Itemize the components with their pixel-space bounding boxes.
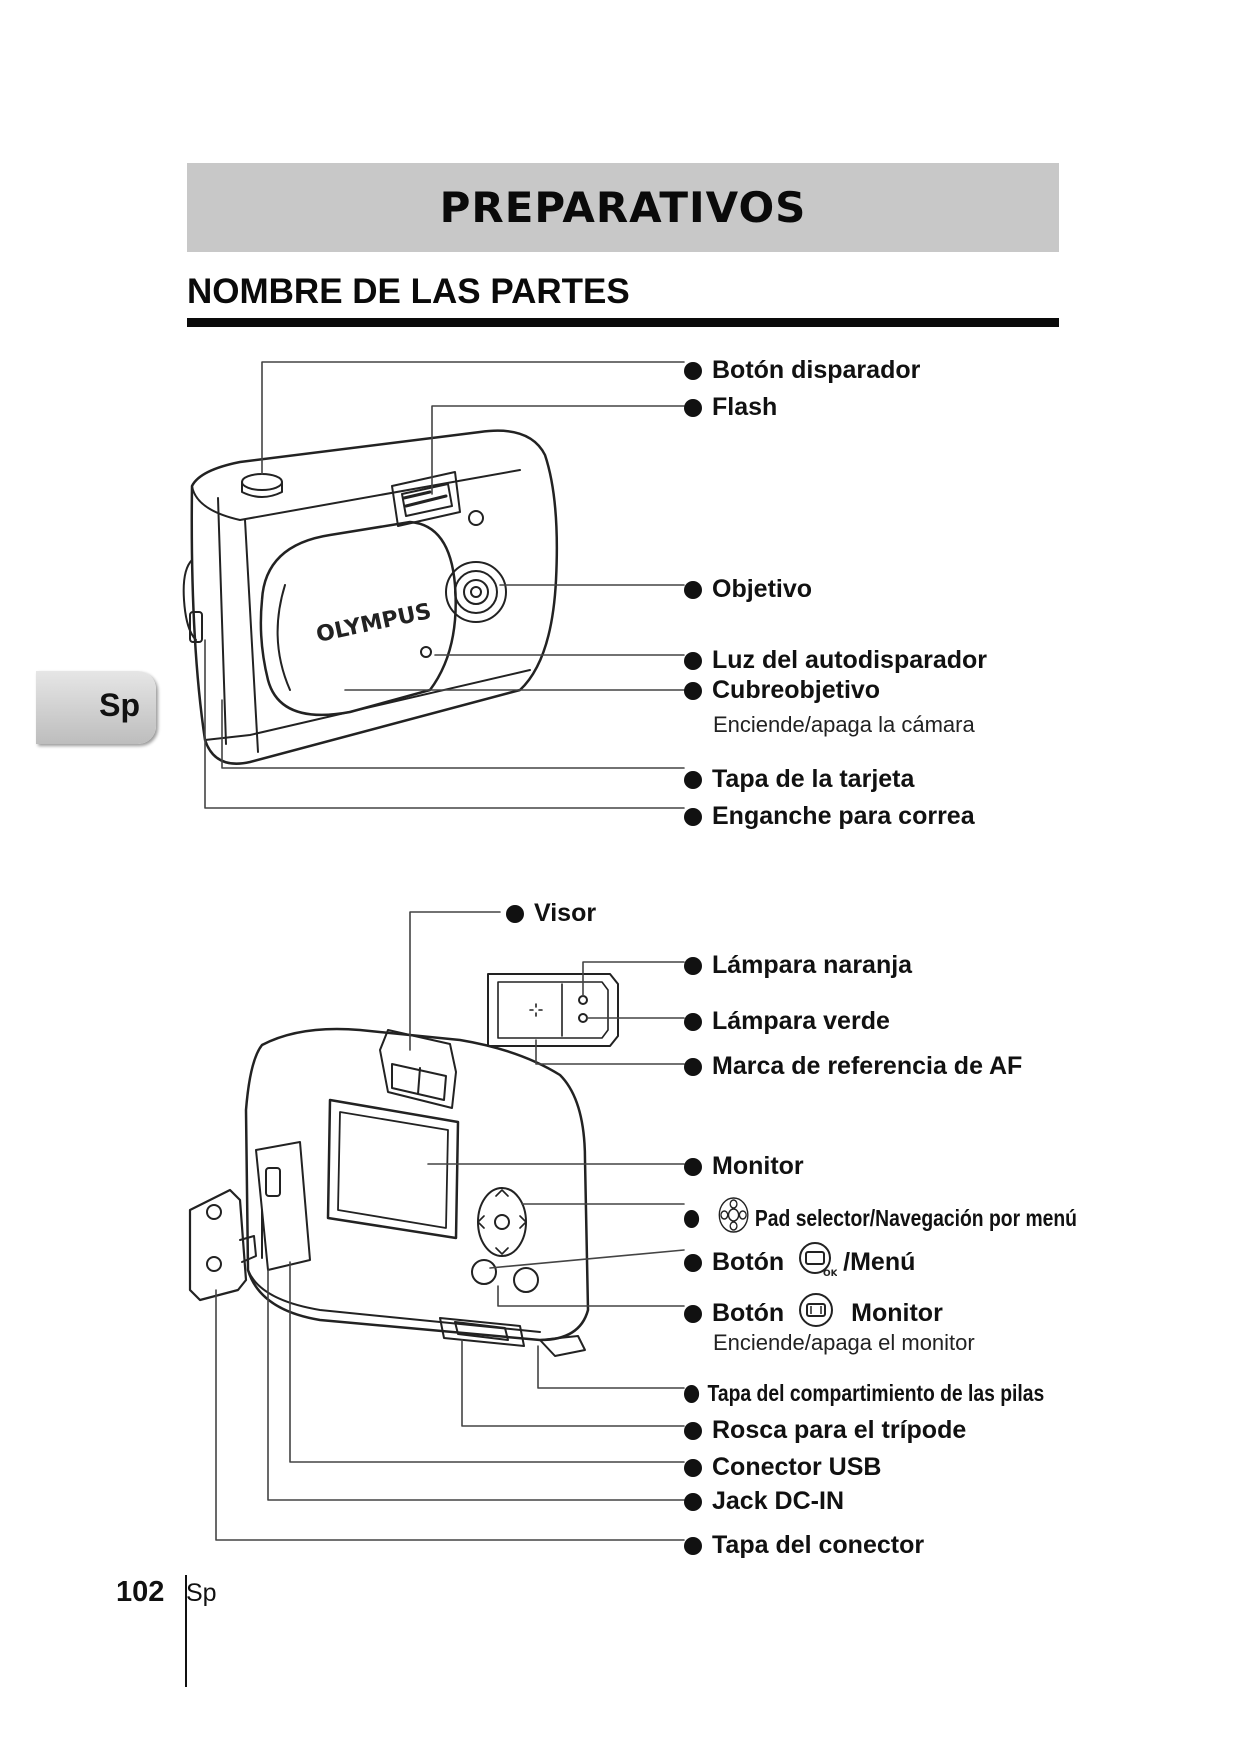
camera-front-drawing <box>182 429 559 765</box>
bullet-icon <box>684 1254 702 1272</box>
language-tab: Sp <box>36 671 156 744</box>
footer-rule <box>185 1575 187 1687</box>
label-orange-lamp: Lámpara naranja <box>684 950 912 980</box>
label-strap-eyelet: Enganche para correa <box>684 801 975 831</box>
label-ok-menu-button: Botón OK /Menú <box>684 1240 915 1285</box>
title-bar: PREPARATIVOS <box>187 163 1059 252</box>
label-battery-cover: Tapa del compartimiento de las pilas <box>684 1378 1044 1408</box>
label-arrow-pad: Pad selector/Navegación por menú <box>684 1196 1077 1241</box>
bullet-icon <box>684 652 702 670</box>
svg-text:OK: OK <box>823 1269 837 1278</box>
page-number: 102 <box>116 1576 165 1608</box>
label-usb-connector: Conector USB <box>684 1452 881 1482</box>
camera-back-drawing <box>188 1027 590 1357</box>
monitor-button-icon <box>797 1291 835 1336</box>
label-connector-cover: Tapa del conector <box>684 1530 924 1560</box>
label-monitor: Monitor <box>684 1151 804 1181</box>
bullet-icon <box>684 1493 702 1511</box>
note-lens-cover: Enciende/apaga la cámara <box>713 712 975 737</box>
label-flash: Flash <box>684 392 777 422</box>
bullet-icon <box>684 1422 702 1440</box>
page-title: PREPARATIVOS <box>439 183 807 232</box>
bullet-icon <box>684 1158 702 1176</box>
label-lens: Objetivo <box>684 574 812 604</box>
label-dc-in-jack: Jack DC-IN <box>684 1486 844 1516</box>
back-leader-lines <box>215 911 685 1541</box>
label-monitor-button: Botón Monitor <box>684 1291 943 1336</box>
arrow-pad-icon <box>718 1196 750 1241</box>
bullet-icon <box>684 682 702 700</box>
bullet-icon <box>684 957 702 975</box>
viewfinder-inset <box>487 973 619 1047</box>
front-leader-lines <box>204 361 685 809</box>
footer-language: Sp <box>186 1579 217 1607</box>
bullet-icon <box>684 1305 702 1323</box>
bullet-icon <box>684 581 702 599</box>
label-viewfinder: Visor <box>506 898 596 928</box>
bullet-icon <box>684 1013 702 1031</box>
label-lens-cover: Cubreobjetivo <box>684 675 880 705</box>
language-tab-label: Sp <box>99 687 140 723</box>
section-rule <box>187 318 1059 327</box>
bullet-icon <box>684 1058 702 1076</box>
bullet-icon <box>684 362 702 380</box>
bullet-icon <box>684 1210 700 1228</box>
bullet-icon <box>506 905 524 923</box>
section-title: NOMBRE DE LAS PARTES <box>187 272 630 311</box>
note-monitor-button: Enciende/apaga el monitor <box>713 1330 975 1355</box>
ok-button-icon: OK <box>797 1240 839 1285</box>
bullet-icon <box>684 1385 700 1403</box>
label-af-target-mark: Marca de referencia de AF <box>684 1051 1022 1081</box>
bullet-icon <box>684 1459 702 1477</box>
label-card-cover: Tapa de la tarjeta <box>684 764 914 794</box>
bullet-icon <box>684 399 702 417</box>
bullet-icon <box>684 808 702 826</box>
label-green-lamp: Lámpara verde <box>684 1006 890 1036</box>
bullet-icon <box>684 771 702 789</box>
olympus-logo: OLYMPUS <box>314 599 434 648</box>
label-shutter-button: Botón disparador <box>684 355 920 385</box>
label-tripod-socket: Rosca para el trípode <box>684 1415 966 1445</box>
label-self-timer-light: Luz del autodisparador <box>684 645 987 675</box>
bullet-icon <box>684 1537 702 1555</box>
